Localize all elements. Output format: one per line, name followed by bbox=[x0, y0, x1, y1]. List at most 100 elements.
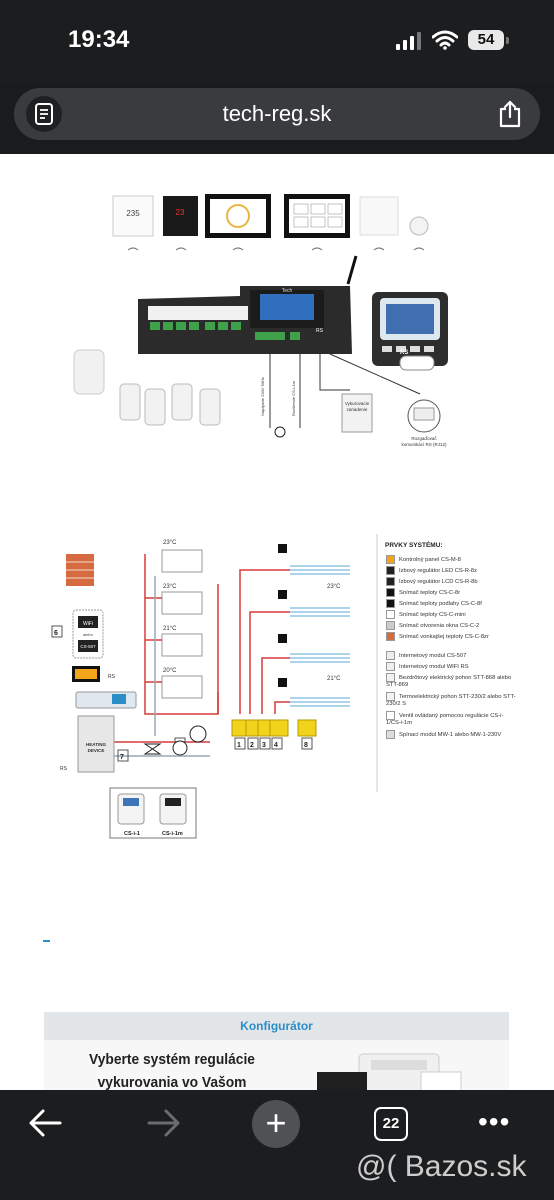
battery-indicator: 54 bbox=[468, 30, 504, 50]
svg-text:komunikácí RS (RJ12): komunikácí RS (RJ12) bbox=[401, 442, 447, 447]
device-row: 235 23 bbox=[112, 194, 429, 251]
legend-item-label: Snímač teploty CS-C-mini bbox=[399, 612, 466, 619]
legend-swatch bbox=[386, 662, 395, 671]
watermark: @( Bazos.sk bbox=[356, 1150, 527, 1183]
battery-tip bbox=[506, 37, 509, 44]
legend-swatch bbox=[386, 577, 395, 586]
reader-button[interactable] bbox=[26, 96, 62, 132]
svg-text:23°C: 23°C bbox=[163, 584, 177, 590]
legend-item: Izbový regulátor LCD CS-R-8b bbox=[386, 577, 516, 586]
svg-text:RS: RS bbox=[316, 328, 324, 334]
address-bar[interactable]: tech-reg.sk bbox=[14, 88, 540, 140]
legend-item: Snímač teploty CS-C-8r bbox=[386, 588, 516, 597]
legend-item: Internetový modul CS-507 bbox=[386, 651, 516, 660]
control-panel: RS bbox=[372, 292, 448, 371]
legend-item: Internetový modul WIFI RS bbox=[386, 662, 516, 671]
svg-text:RS: RS bbox=[400, 350, 408, 356]
configurator-line-2: vykurovania vo Vašom dome bbox=[97, 1074, 247, 1090]
svg-text:1: 1 bbox=[237, 742, 241, 749]
legend-item-label: Izbový regulátor LCD CS-R-8b bbox=[399, 579, 478, 586]
legend-item-label: Ventil ovládaný pomocou regulácie CS-i-1… bbox=[386, 713, 504, 726]
legend-item-label: Internetový modul CS-507 bbox=[399, 653, 467, 660]
legend-swatch bbox=[386, 588, 395, 597]
svg-text:DEVICE: DEVICE bbox=[88, 748, 105, 753]
share-icon[interactable] bbox=[498, 100, 522, 128]
legend-swatch bbox=[386, 621, 395, 630]
svg-text:RS: RS bbox=[60, 766, 68, 772]
legend-item: Izbový regulátor LED CS-R-8z bbox=[386, 566, 516, 575]
legend-item-label: Snímač otvorenia okna CS-C-2 bbox=[399, 623, 480, 630]
legend-item: Bezdrôtový elektrický pohon STT-868 aleb… bbox=[386, 673, 516, 688]
svg-text:23°C: 23°C bbox=[327, 584, 341, 590]
legend-item-label: Snímač teploty CS-C-8r bbox=[399, 590, 461, 597]
svg-text:CS-507: CS-507 bbox=[80, 644, 96, 649]
svg-text:21°C: 21°C bbox=[327, 676, 341, 682]
svg-text:Rozgaďovač: Rozgaďovač bbox=[411, 436, 437, 441]
product-system-image: 235 23 bbox=[73, 194, 448, 447]
wifi-icon bbox=[432, 30, 458, 50]
svg-text:6: 6 bbox=[54, 630, 58, 637]
svg-text:235: 235 bbox=[126, 209, 140, 218]
configurator-heading[interactable]: Konfigurátor bbox=[44, 1012, 509, 1040]
svg-text:20°C: 20°C bbox=[163, 668, 177, 674]
svg-text:WiFi: WiFi bbox=[83, 621, 93, 627]
legend-item-label: Termoelektrický pohon STT-230/2 alebo ST… bbox=[386, 694, 516, 707]
svg-text:RS: RS bbox=[108, 674, 116, 680]
legend-title: PRVKY SYSTÉMU: bbox=[385, 542, 443, 549]
divider-mark bbox=[43, 940, 50, 942]
svg-text:7: 7 bbox=[120, 754, 124, 761]
svg-text:4: 4 bbox=[274, 742, 278, 749]
svg-text:23°C: 23°C bbox=[163, 540, 177, 546]
legend-item: Snímač otvorenia okna CS-C-2 bbox=[386, 621, 516, 630]
svg-text:zariadenie: zariadenie bbox=[347, 407, 368, 412]
new-tab-button[interactable]: + bbox=[252, 1100, 300, 1148]
legend-swatch bbox=[386, 673, 395, 682]
legend-item-label: Kontrolný panel CS-M-8 bbox=[399, 557, 461, 564]
svg-text:21°C: 21°C bbox=[163, 626, 177, 632]
svg-text:Rozšírenie CS-i-1m: Rozšírenie CS-i-1m bbox=[291, 380, 296, 416]
legend-item: Spínací modul MW-1 alebo MW-1-230V bbox=[386, 730, 516, 739]
svg-text:alebo: alebo bbox=[83, 632, 94, 637]
back-arrow-icon[interactable] bbox=[28, 1108, 64, 1138]
heating-scheme-image: 23°C 23°C 21°C 20°C 23°C 21°C 1 2 3 bbox=[51, 534, 378, 839]
controller-strip: Tech RS bbox=[138, 255, 358, 354]
legend-item-label: Spínací modul MW-1 alebo MW-1-230V bbox=[399, 732, 502, 739]
legend-swatch bbox=[386, 610, 395, 619]
legend-item-label: Bezdrôtový elektrický pohon STT-868 aleb… bbox=[386, 675, 512, 688]
forward-arrow-icon[interactable] bbox=[145, 1108, 181, 1138]
tabs-button[interactable]: 22 bbox=[374, 1107, 408, 1141]
svg-text:CS-i-1: CS-i-1 bbox=[124, 831, 140, 837]
svg-text:Napájanie 230V 50Hz: Napájanie 230V 50Hz bbox=[260, 377, 265, 416]
legend-item: Snímač teploty podlahy CS-C-8f bbox=[386, 599, 516, 608]
legend-item-label: Snímač vonkajšej teploty CS-C-8zr bbox=[399, 634, 489, 641]
status-bar: 19:34 54 bbox=[0, 0, 554, 84]
legend-swatch bbox=[386, 555, 395, 564]
legend-item-label: Snímač teploty podlahy CS-C-8f bbox=[399, 601, 482, 608]
configurator-line-1: Vyberte systém regulácie bbox=[89, 1051, 255, 1068]
legend-item: Snímač vonkajšej teploty CS-C-8zr bbox=[386, 632, 516, 641]
legend-swatch bbox=[386, 599, 395, 608]
configurator-devices-image bbox=[317, 1053, 462, 1090]
svg-text:3: 3 bbox=[262, 742, 266, 749]
svg-text:2: 2 bbox=[250, 742, 254, 749]
cellular-signal-icon bbox=[396, 32, 421, 50]
legend-item: Snímač teploty CS-C-mini bbox=[386, 610, 516, 619]
status-time: 19:34 bbox=[68, 26, 130, 53]
legend-swatch bbox=[386, 566, 395, 575]
svg-text:Tech: Tech bbox=[282, 288, 293, 294]
legend-item-label: Izbový regulátor LED CS-R-8z bbox=[399, 568, 477, 575]
legend-item: Ventil ovládaný pomocou regulácie CS-i-1… bbox=[386, 711, 516, 726]
plus-icon: + bbox=[265, 1102, 287, 1143]
browser-toolbar: + 22 ••• bbox=[0, 1090, 554, 1200]
legend-item: Kontrolný panel CS-M-8 bbox=[386, 555, 516, 564]
more-options-icon[interactable]: ••• bbox=[478, 1106, 511, 1137]
svg-text:Vykurovacie: Vykurovacie bbox=[345, 401, 370, 406]
svg-text:23: 23 bbox=[176, 208, 185, 217]
legend-swatch bbox=[386, 711, 395, 720]
url-text[interactable]: tech-reg.sk bbox=[222, 101, 332, 126]
legend-item-label: Internetový modul WIFI RS bbox=[399, 664, 469, 671]
web-page-content: 235 23 bbox=[0, 154, 554, 1090]
legend-swatch bbox=[386, 730, 395, 739]
legend-item: Termoelektrický pohon STT-230/2 alebo ST… bbox=[386, 692, 516, 707]
svg-text:HEATING: HEATING bbox=[86, 742, 106, 747]
